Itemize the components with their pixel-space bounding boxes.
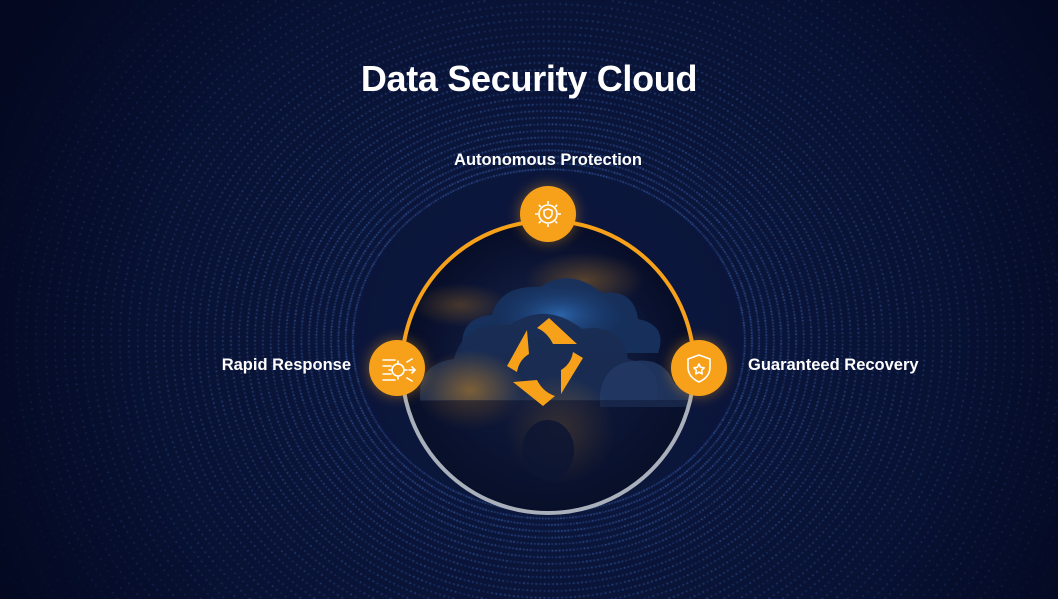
brand-logo-icon — [507, 318, 583, 406]
autonomous-protection-label: Autonomous Protection — [454, 151, 642, 169]
rapid-response-label: Rapid Response — [221, 356, 351, 374]
rapid-response-node[interactable] — [369, 340, 425, 396]
page-title: Data Security Cloud — [360, 58, 698, 99]
ring-lower-arc — [400, 366, 696, 515]
shield-star-icon — [687, 354, 711, 383]
autonomous-protection-node[interactable] — [520, 186, 576, 242]
guaranteed-recovery-node[interactable] — [671, 340, 727, 396]
gear-arrows-icon — [382, 358, 417, 382]
guaranteed-recovery-label: Guaranteed Recovery — [748, 356, 919, 374]
shield-gear-icon — [535, 201, 561, 227]
